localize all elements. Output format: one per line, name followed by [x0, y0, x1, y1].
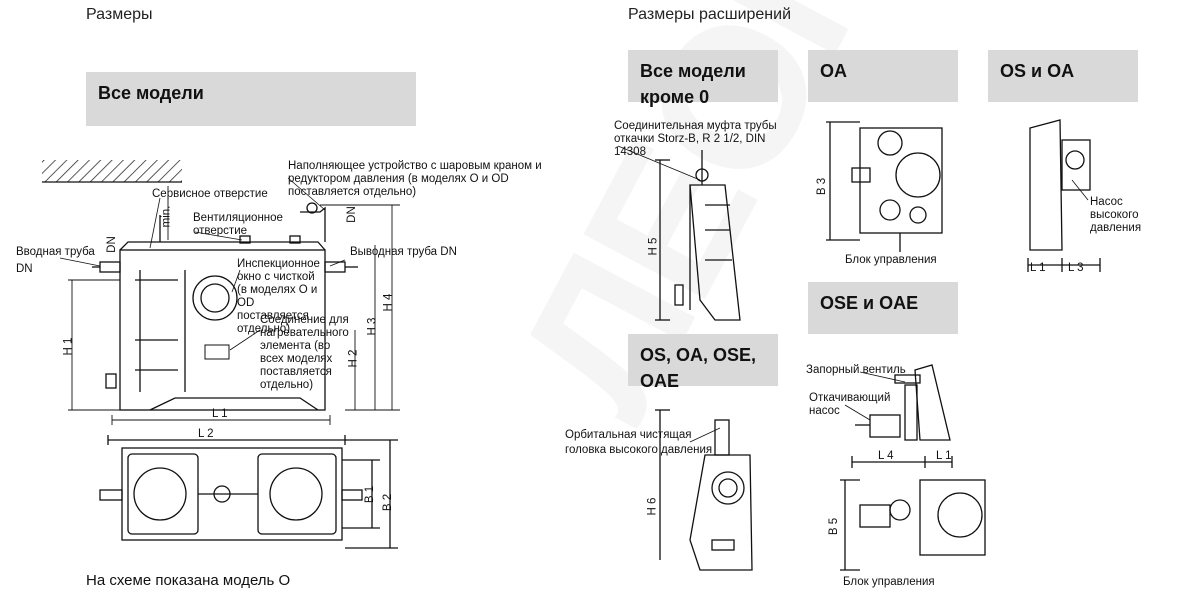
shutoff-valve-label: Запорный вентиль	[806, 364, 906, 376]
os-oa-view	[1027, 119, 1101, 272]
storz-coupling-label: Соединительная муфта трубы откачки Storz…	[614, 120, 777, 158]
ose-oae-label: OSE и OAE	[820, 293, 919, 313]
os-oa-label: OS и OA	[1000, 61, 1075, 81]
extensions-title: Размеры расширений	[628, 6, 792, 23]
dim-h5: H 5	[647, 237, 660, 256]
dimensions-title: Размеры	[86, 6, 153, 23]
dim-l1-ose: L 1	[936, 450, 952, 462]
ose-oae-view	[840, 364, 986, 571]
dn-outlet: DN	[345, 206, 358, 223]
dim-b1: B 1	[364, 485, 377, 504]
dim-l3: L 3	[1068, 262, 1084, 274]
oa-box: OA	[808, 50, 958, 102]
fill-device-label: Наполняющее устройство с шаровым краном …	[288, 160, 542, 198]
model-caption: На схеме показана модель O	[86, 572, 291, 589]
os-oa-ose-oae-box: OS, OA, OSE, OAE	[628, 334, 778, 391]
tank-side-view	[92, 202, 358, 411]
dim-h4: H 4	[382, 293, 395, 312]
dim-min: min.	[160, 205, 173, 228]
inspection-window-label: Инспекционное окно с чисткой (в моделях …	[237, 258, 320, 335]
os-oa-box: OS и OA	[988, 50, 1138, 102]
dn-inlet: DN	[105, 236, 118, 253]
dim-b3: B 3	[816, 177, 829, 196]
ose-oae-box: OSE и OAE	[808, 282, 958, 334]
inlet-pipe-label: Вводная труба DN	[16, 246, 95, 275]
all-models-label: Все модели	[98, 83, 204, 103]
dim-b2: B 2	[382, 493, 395, 512]
dim-h1: H 1	[62, 337, 75, 356]
dim-l1: L 1	[212, 408, 228, 420]
control-unit-label-2: Блок управления	[843, 576, 935, 588]
ceiling-hatch	[42, 160, 182, 182]
storz-coupling-view	[655, 150, 741, 321]
all-except-o-box: Все модели кроме 0	[628, 50, 778, 107]
os-oa-ose-oae-label: OS, OA, OSE, OAE	[640, 345, 757, 391]
dimension-lines-left	[68, 186, 400, 425]
dim-l2: L 2	[198, 428, 214, 440]
orbital-head-view	[655, 409, 753, 571]
dim-l1-os: L 1	[1030, 262, 1046, 274]
control-unit-label-1: Блок управления	[845, 254, 937, 266]
dim-h3: H 3	[366, 317, 379, 336]
dim-b5: B 5	[828, 517, 841, 536]
all-models-box: Все модели	[86, 72, 416, 126]
oa-view	[826, 121, 943, 252]
service-hole-label: Сервисное отверстие	[152, 188, 268, 200]
tank-top-view	[99, 435, 398, 549]
dim-h6: H 6	[646, 497, 659, 516]
hp-pump-label: Насос высокого давления	[1090, 196, 1142, 234]
outlet-pipe-label: Выводная труба DN	[350, 246, 457, 258]
all-except-o-label: Все модели кроме 0	[640, 61, 746, 107]
drain-pump-label: Откачивающий насос	[809, 392, 891, 417]
dim-l4: L 4	[878, 450, 894, 462]
orbital-head-label: Орбитальная чистящая головка высокого да…	[565, 429, 713, 456]
vent-hole-label: Вентиляционное отверстие	[193, 212, 283, 237]
oa-label: OA	[820, 61, 847, 81]
heating-connection-label: Соединение для нагревательного элемента …	[260, 314, 349, 391]
